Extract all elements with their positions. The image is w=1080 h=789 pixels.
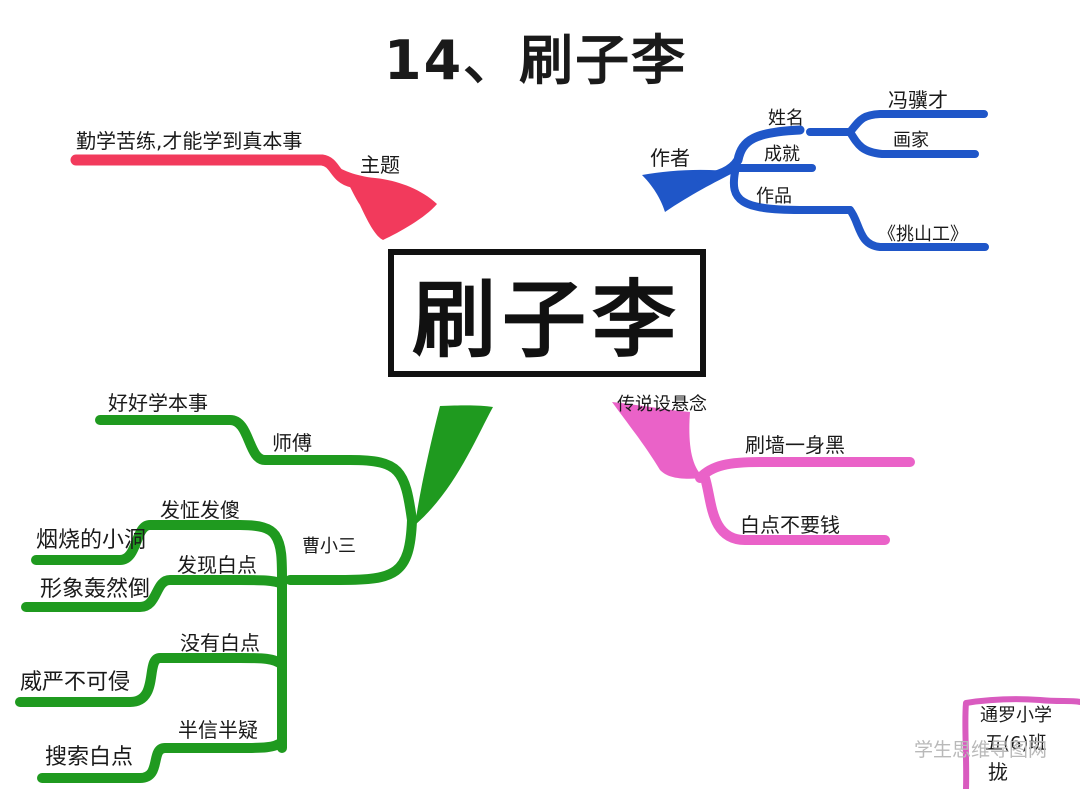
author-works-label: 作品 xyxy=(756,186,792,207)
legend-branch xyxy=(612,402,915,545)
step-3-line xyxy=(15,653,287,707)
step-1-line xyxy=(31,520,280,565)
author-branch xyxy=(642,110,989,251)
step-4-leaf: 搜索白点 xyxy=(45,745,134,770)
legend-leaf-1: 刷墙一身黑 xyxy=(745,433,845,457)
author-achievement-label: 成就 xyxy=(764,144,800,165)
characters-spine xyxy=(270,530,287,753)
characters-master-line xyxy=(95,415,417,525)
author-branch-trunk xyxy=(695,125,805,183)
master-leaf: 好好学本事 xyxy=(108,391,208,415)
legend-leaf-2: 白点不要钱 xyxy=(740,513,840,537)
step-4-line xyxy=(37,737,287,783)
step-3-leaf: 威严不可侵 xyxy=(20,670,131,695)
step-2-leaf: 形象轰然倒 xyxy=(40,577,151,602)
characters-branch xyxy=(15,405,493,783)
step-2-label: 发现白点 xyxy=(177,553,257,577)
legend-branch-upper xyxy=(695,457,915,483)
step-3-label: 没有白点 xyxy=(180,631,260,655)
corner-note-frame xyxy=(962,696,1080,789)
watermark: 学生思维导图网 xyxy=(914,739,1048,761)
author-achievement-connector xyxy=(846,128,979,158)
step-4-label: 半信半疑 xyxy=(178,718,258,742)
theme-label: 主题 xyxy=(360,153,400,177)
author-label: 作者 xyxy=(650,146,690,170)
legend-label: 传说设悬念 xyxy=(617,394,707,415)
corner-note-line-1: 通罗小学 xyxy=(980,705,1052,726)
central-topic: 刷子李 xyxy=(411,270,682,369)
author-achievement: 画家 xyxy=(893,130,929,151)
author-branch-works xyxy=(729,168,854,214)
apprentice-label: 曹小三 xyxy=(302,536,356,557)
theme-leaf: 勤学苦练,才能学到真本事 xyxy=(76,129,303,153)
corner-note-line-2: 五(6)班 xyxy=(985,733,1047,754)
author-name-label: 姓名 xyxy=(768,108,804,129)
step-1-leaf: 烟烧的小洞 xyxy=(36,528,147,553)
author-name: 冯骥才 xyxy=(888,88,948,112)
step-2-line xyxy=(21,575,287,612)
corner-note-line-3: 拢 xyxy=(988,760,1008,784)
theme-branch xyxy=(70,154,437,240)
characters-trunk xyxy=(285,515,417,585)
central-topic-box: 刷子李 xyxy=(388,249,706,377)
legend-branch-lower xyxy=(700,473,890,545)
legend-branch-fill xyxy=(612,402,705,479)
author-works-connector xyxy=(846,206,989,251)
author-works: 《挑山工》 xyxy=(878,224,968,245)
step-1-label: 发怔发傻 xyxy=(160,498,240,522)
theme-branch-line xyxy=(70,154,358,188)
page-title: 14、刷子李 xyxy=(384,29,688,92)
characters-branch-fill xyxy=(415,405,493,525)
master-label: 师傅 xyxy=(272,431,312,455)
